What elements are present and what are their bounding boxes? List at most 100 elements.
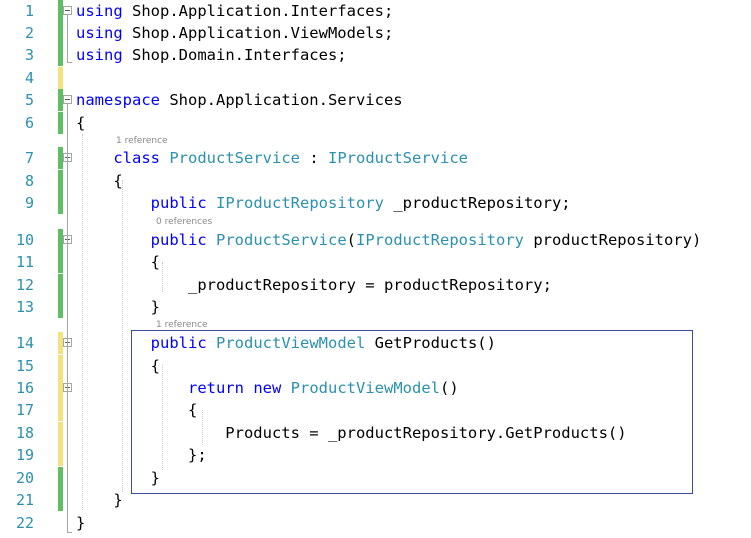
indent-guide [202, 410, 203, 445]
type-token: ProductViewModel [290, 379, 440, 397]
code-text[interactable]: return new ProductViewModel() [76, 377, 459, 399]
code-text[interactable]: } [76, 512, 85, 534]
code-token [281, 379, 290, 397]
type-token: IProductRepository [356, 231, 524, 249]
code-token: { [76, 253, 160, 271]
keyword-token: using [76, 24, 123, 42]
code-line[interactable]: 5 namespace Shop.Application.Services [0, 89, 751, 111]
saved-change-marker [58, 229, 63, 251]
code-line[interactable]: 11 { [0, 251, 751, 273]
code-token: { [76, 401, 198, 419]
type-token: IProductService [328, 149, 468, 167]
code-token [207, 194, 216, 212]
code-line[interactable]: 21 } [0, 489, 751, 511]
code-line[interactable]: 17 { [0, 399, 751, 421]
code-text[interactable]: namespace Shop.Application.Services [76, 89, 403, 111]
code-line[interactable]: 15 { [0, 355, 751, 377]
saved-change-marker [58, 44, 63, 66]
code-line[interactable]: 13 } [0, 296, 751, 318]
collapse-toggle-icon[interactable] [63, 6, 72, 15]
code-text[interactable]: { [76, 355, 160, 377]
code-line[interactable]: 4 [0, 67, 751, 89]
saved-change-marker [58, 274, 63, 296]
code-line[interactable]: 19 }; [0, 444, 751, 466]
collapse-toggle-icon[interactable] [63, 95, 72, 104]
unsaved-change-marker [58, 399, 63, 421]
code-token: { [76, 114, 86, 132]
fold-region-end [67, 532, 72, 533]
fold-region-line [67, 15, 68, 62]
code-line[interactable]: 6{ [0, 112, 751, 134]
code-line[interactable]: 1 using Shop.Application.Interfaces; [0, 0, 751, 22]
code-text[interactable]: using Shop.Application.ViewModels; [76, 22, 393, 44]
line-number: 12 [15, 276, 34, 294]
line-number: 22 [15, 514, 34, 532]
code-text[interactable]: { [76, 399, 197, 421]
code-line[interactable]: 7 class ProductService : IProductService [0, 147, 751, 169]
code-line[interactable]: 8 { [0, 170, 751, 192]
indent-guide [122, 180, 123, 492]
code-token: GetProducts() [365, 334, 496, 352]
code-token: }; [76, 446, 207, 464]
code-text[interactable]: public ProductService(IProductRepository… [76, 229, 702, 251]
code-text[interactable]: using Shop.Domain.Interfaces; [76, 44, 347, 66]
code-text[interactable]: } [76, 489, 123, 511]
code-token: } [76, 298, 160, 316]
code-line[interactable]: 3 using Shop.Domain.Interfaces; [0, 44, 751, 66]
code-text[interactable]: using Shop.Application.Interfaces; [76, 0, 393, 22]
code-line[interactable]: 16 return new ProductViewModel() [0, 377, 751, 399]
code-text[interactable]: }; [76, 444, 207, 466]
line-number: 6 [24, 114, 34, 132]
code-line[interactable]: 20 } [0, 467, 751, 489]
code-token: Shop.Application.Interfaces; [122, 2, 394, 20]
line-number: 1 [24, 2, 34, 20]
code-line[interactable]: 2 using Shop.Application.ViewModels; [0, 22, 751, 44]
line-number: 5 [24, 91, 34, 109]
code-line[interactable]: 14 public ProductViewModel GetProducts() [0, 332, 751, 354]
saved-change-marker [58, 22, 63, 44]
keyword-token: public [150, 231, 207, 249]
line-number: 3 [24, 46, 34, 64]
code-line[interactable]: 12 _productRepository = productRepositor… [0, 274, 751, 296]
code-line[interactable]: 9 public IProductRepository _productRepo… [0, 192, 751, 214]
type-token: IProductRepository [216, 194, 384, 212]
code-token [160, 149, 169, 167]
saved-change-marker [58, 170, 63, 192]
code-text[interactable]: } [76, 467, 160, 489]
code-line[interactable]: 10 public ProductService(IProductReposit… [0, 229, 751, 251]
type-token: ProductViewModel [216, 334, 366, 352]
line-number: 19 [15, 446, 34, 464]
code-text[interactable]: { [76, 251, 160, 273]
code-text[interactable]: class ProductService : IProductService [76, 147, 468, 169]
keyword-token: using [76, 2, 123, 20]
keyword-token: public [150, 334, 207, 352]
codelens-references[interactable]: 0 references [156, 217, 213, 227]
code-line[interactable]: 22} [0, 512, 751, 534]
code-text[interactable]: { [76, 112, 85, 134]
line-number: 10 [15, 231, 34, 249]
code-text[interactable]: { [76, 170, 122, 192]
unsaved-change-marker [58, 422, 63, 444]
code-text[interactable]: Products = _productRepository.GetProduct… [76, 422, 626, 444]
line-number: 15 [15, 357, 34, 375]
code-text[interactable]: public IProductRepository _productReposi… [76, 192, 571, 214]
saved-change-marker [58, 251, 63, 273]
saved-change-marker [58, 147, 63, 169]
code-token: _productRepository = productRepository; [76, 276, 552, 294]
code-text[interactable]: _productRepository = productRepository; [76, 274, 552, 296]
keyword-token: return [187, 379, 244, 397]
type-token: ProductService [216, 231, 347, 249]
codelens-references[interactable]: 1 reference [116, 136, 168, 146]
code-line[interactable]: 18 Products = _productRepository.GetProd… [0, 422, 751, 444]
codelens-references[interactable]: 1 reference [156, 320, 208, 330]
code-token [207, 334, 216, 352]
code-token: } [76, 491, 123, 509]
line-number: 9 [24, 194, 34, 212]
line-number: 2 [24, 24, 34, 42]
code-token: Shop.Application.Services [160, 91, 403, 109]
code-text[interactable]: } [76, 296, 160, 318]
code-text[interactable]: public ProductViewModel GetProducts() [76, 332, 496, 354]
code-token [207, 231, 216, 249]
saved-change-marker [58, 489, 63, 511]
